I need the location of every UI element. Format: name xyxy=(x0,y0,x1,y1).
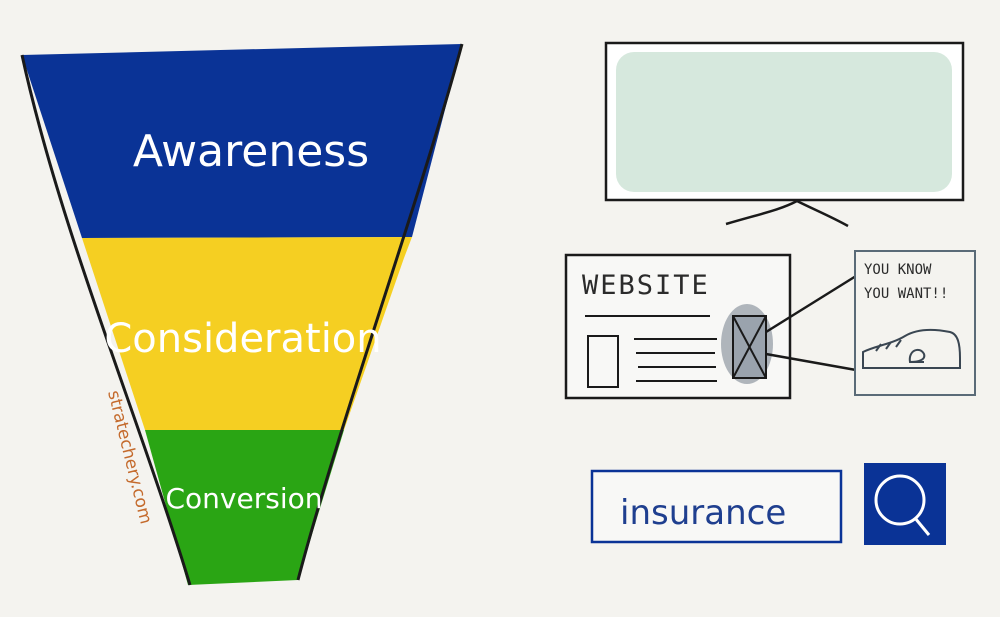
funnel-stage-consideration xyxy=(82,237,412,430)
search-example: insurance xyxy=(590,463,946,545)
sneaker-icon xyxy=(862,328,961,369)
funnel-label-conversion: Conversion xyxy=(166,482,323,515)
ad-slot-cross xyxy=(732,315,767,379)
banner-ad: YOU KNOW YOU WANT!! xyxy=(854,250,976,396)
website-title: WEBSITE xyxy=(582,270,710,301)
website-image-placeholder xyxy=(587,335,619,388)
funnel-stage-conversion xyxy=(145,430,344,585)
tv-display xyxy=(604,41,965,228)
banner-ad-line2: YOU WANT!! xyxy=(864,286,948,302)
magnifier-icon xyxy=(874,474,931,536)
banner-ad-line1: YOU KNOW xyxy=(864,262,932,278)
funnel-right-edge xyxy=(296,43,464,581)
search-query: insurance xyxy=(620,493,786,533)
funnel-label-consideration: Consideration xyxy=(104,316,381,362)
funnel-stage-awareness xyxy=(22,44,462,238)
callout-line-bottom xyxy=(765,352,857,372)
funnel-left-edge xyxy=(20,54,192,586)
callout-line-top xyxy=(765,274,857,334)
banner-ad-frame xyxy=(854,250,976,396)
tv-screen-wash xyxy=(616,52,952,192)
funnel-label-awareness: Awareness xyxy=(133,126,369,177)
search-input xyxy=(590,469,843,544)
marketing-funnel: Awareness Consideration Conversion strat… xyxy=(20,43,464,586)
tv-stand xyxy=(725,199,849,228)
website-mockup: WEBSITE xyxy=(564,253,792,400)
